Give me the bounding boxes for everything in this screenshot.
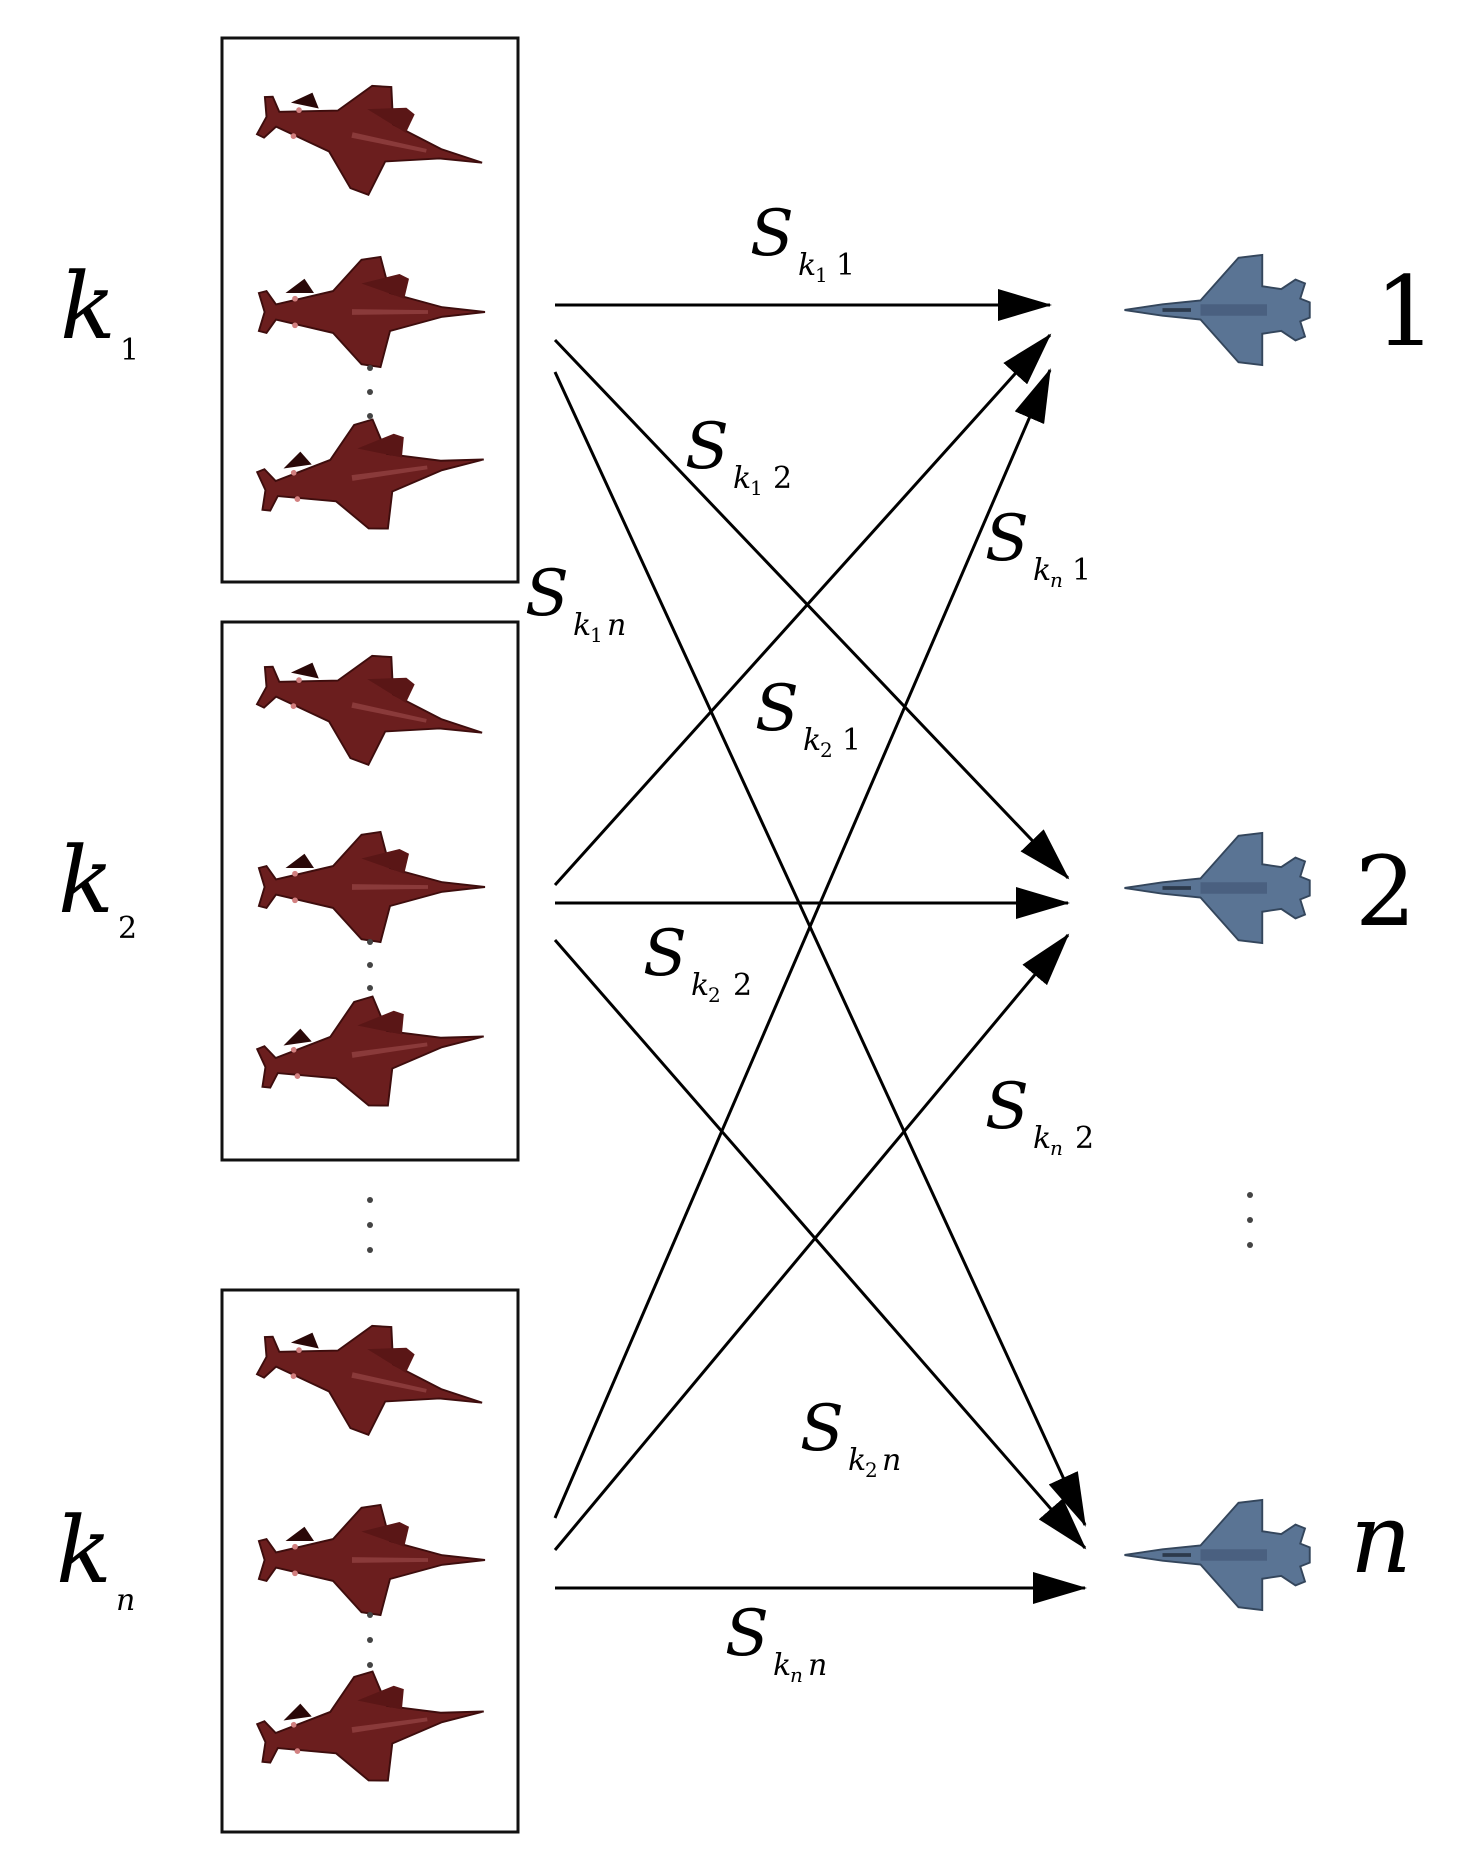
group-label-k2: k 2: [58, 827, 137, 946]
target-label-2: 2: [1355, 836, 1416, 948]
attacker-group-k2: [220, 620, 520, 1162]
edge-label-k2-1: S k 2 1: [755, 672, 861, 762]
svg-text:n: n: [1050, 568, 1063, 592]
ellipsis-vertical-icon: [367, 1612, 373, 1668]
attacker-group-kn: [220, 1288, 520, 1834]
svg-text:n: n: [882, 1443, 901, 1478]
svg-text:1: 1: [815, 263, 828, 287]
fighter-jet-icon: [1123, 1498, 1311, 1612]
target-ellipsis: [1247, 1192, 1253, 1248]
edge-k1-2: [553, 338, 1070, 880]
edge-k2-1: [553, 333, 1052, 887]
svg-text:k: k: [798, 248, 816, 283]
edge-kn-2: [553, 933, 1070, 1551]
edge-k2-n: [553, 939, 1087, 1550]
svg-text:S: S: [800, 1392, 844, 1466]
svg-text:k: k: [58, 827, 114, 934]
svg-text:2: 2: [773, 461, 792, 496]
svg-text:n: n: [808, 1648, 827, 1683]
ellipsis-vertical-icon: [367, 939, 373, 991]
svg-text:n: n: [116, 1583, 135, 1618]
target-label-1: 1: [1375, 256, 1436, 368]
group-label-kn: k n: [56, 1497, 135, 1618]
target-label-n: n: [1350, 1483, 1412, 1595]
svg-text:S: S: [750, 197, 794, 271]
svg-text:S: S: [985, 502, 1029, 576]
svg-text:k: k: [803, 723, 821, 758]
ellipsis-vertical-icon: [367, 365, 373, 419]
svg-text:S: S: [643, 917, 687, 991]
svg-text:k: k: [60, 253, 116, 360]
edge-kn-1: [553, 368, 1052, 1519]
edge-label-kn-n: S k n n: [725, 1597, 827, 1687]
edge-label-k1-1: S k 1 1: [750, 197, 855, 287]
svg-text:2: 2: [865, 1458, 878, 1482]
edge-label-kn-2: S k n 2: [985, 1070, 1094, 1160]
svg-text:2: 2: [118, 911, 137, 946]
svg-text:k: k: [733, 461, 751, 496]
svg-text:1: 1: [590, 623, 603, 647]
svg-text:2: 2: [1075, 1121, 1094, 1156]
target-1: 1: [1123, 253, 1436, 368]
svg-text:n: n: [607, 608, 626, 643]
svg-text:S: S: [725, 1597, 769, 1671]
svg-text:1: 1: [836, 248, 855, 283]
svg-text:k: k: [1033, 1121, 1051, 1156]
svg-text:k: k: [56, 1497, 112, 1604]
svg-text:n: n: [790, 1663, 803, 1687]
svg-text:S: S: [755, 672, 799, 746]
edge-label-kn-1: S k n 1: [985, 502, 1091, 592]
svg-text:k: k: [773, 1648, 791, 1683]
svg-text:2: 2: [820, 738, 833, 762]
svg-text:k: k: [1033, 553, 1051, 588]
svg-text:2: 2: [708, 983, 721, 1007]
svg-text:n: n: [1050, 1136, 1063, 1160]
edge-label-k1-2: S k 1 2: [685, 410, 792, 500]
group-ellipsis: [367, 1197, 373, 1253]
svg-text:k: k: [573, 608, 591, 643]
svg-text:k: k: [691, 968, 709, 1003]
edge-label-k1-n: S k 1 n: [525, 557, 626, 647]
svg-text:1: 1: [120, 333, 139, 368]
edge-k1-n: [553, 371, 1087, 1527]
target-n: n: [1123, 1483, 1412, 1612]
svg-text:2: 2: [733, 968, 752, 1003]
svg-text:1: 1: [750, 476, 763, 500]
target-2: 2: [1123, 831, 1416, 948]
fighter-jet-icon: [1123, 831, 1311, 945]
svg-text:1: 1: [842, 723, 861, 758]
edge-label-k2-n: S k 2 n: [800, 1392, 901, 1482]
svg-text:k: k: [848, 1443, 866, 1478]
edges: [553, 289, 1087, 1604]
svg-text:S: S: [525, 557, 569, 631]
group-label-k1: k 1: [60, 253, 139, 368]
svg-text:1: 1: [1072, 553, 1091, 588]
edge-label-k2-2: S k 2 2: [643, 917, 752, 1007]
svg-text:S: S: [985, 1070, 1029, 1144]
fighter-jet-icon: [1123, 253, 1311, 367]
svg-text:S: S: [685, 410, 729, 484]
attacker-group-k1: [220, 36, 520, 584]
